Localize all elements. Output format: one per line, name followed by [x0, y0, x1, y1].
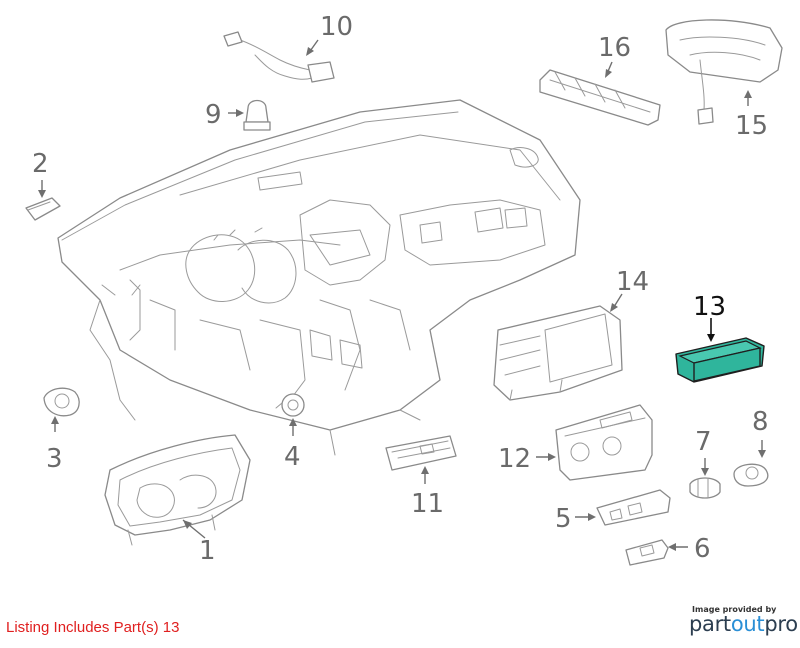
part-9-bulb	[243, 99, 271, 131]
instrument-panel	[57, 99, 581, 456]
callout-10: 10	[320, 12, 353, 42]
callout-6: 6	[694, 534, 711, 564]
callout-7: 7	[695, 427, 712, 457]
callout-14: 14	[616, 267, 649, 297]
part-5-switch-bar	[596, 489, 671, 526]
part-1-instrument-cluster	[104, 434, 251, 546]
callout-3: 3	[46, 444, 63, 474]
partoutpro-logo: partoutpro	[689, 612, 798, 636]
part-3-knob	[43, 387, 80, 417]
callout-11: 11	[411, 489, 444, 519]
callout-12: 12	[498, 444, 531, 474]
callout-4: 4	[284, 442, 301, 472]
part-16-vent-bar	[539, 69, 661, 126]
part-11-control-panel	[385, 435, 457, 471]
part-14-display	[493, 305, 623, 401]
part-2-switch	[25, 197, 61, 221]
part-12-climate-control	[555, 404, 653, 481]
callout-8: 8	[752, 407, 769, 437]
image-provided-by-text: Image provided by	[692, 605, 777, 614]
part-10-harness	[223, 31, 335, 83]
part-4-round-switch	[275, 393, 305, 417]
callout-1: 1	[199, 536, 216, 566]
part-8-round-socket	[733, 463, 769, 487]
part-7-socket	[689, 477, 721, 499]
part-13-highlighted-module	[675, 337, 765, 383]
callout-5: 5	[555, 504, 572, 534]
listing-includes-text: Listing Includes Part(s) 13	[6, 619, 180, 636]
part-6-small-switch	[625, 539, 669, 566]
callout-2: 2	[32, 149, 49, 179]
callout-13: 13	[693, 292, 726, 322]
brand-pro: pro	[764, 612, 798, 636]
brand-out: out	[730, 612, 765, 636]
part-15-upper-module	[665, 19, 783, 125]
callout-15: 15	[735, 111, 768, 141]
callout-9: 9	[205, 100, 222, 130]
brand-part: part	[689, 612, 731, 636]
callout-16: 16	[598, 33, 631, 63]
